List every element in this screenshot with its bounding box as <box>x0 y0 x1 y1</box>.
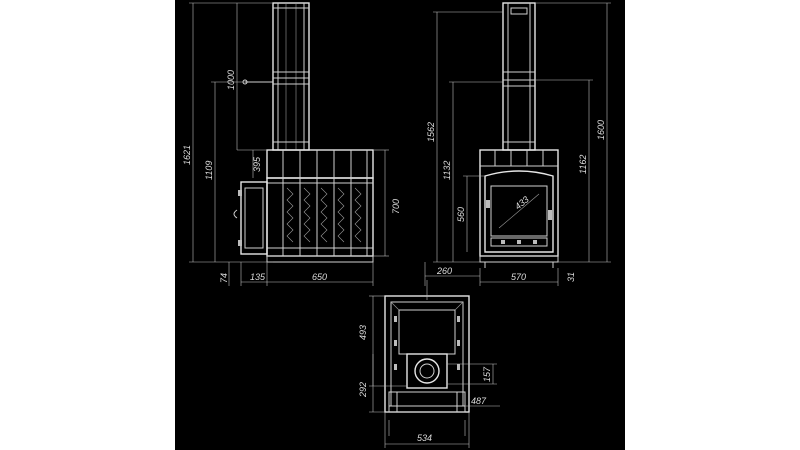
dim-front-door-height: 560 <box>456 207 466 222</box>
front-view <box>424 2 611 286</box>
dim-side-base-height: 74 <box>219 273 229 283</box>
dim-top-inner-width: 487 <box>471 396 487 406</box>
dim-top-width: 534 <box>417 433 432 443</box>
side-chimney <box>242 2 310 151</box>
front-chimney <box>502 2 536 151</box>
front-body <box>479 149 559 268</box>
top-dimension-lines <box>369 280 500 448</box>
side-view <box>189 2 389 286</box>
drawing-sheet: 1000 1621 1109 395 700 74 135 650 1562 1… <box>175 0 625 450</box>
dim-side-total-height: 1621 <box>182 145 192 165</box>
dim-front-height-1132: 1132 <box>442 161 452 180</box>
dim-front-height-1562: 1562 <box>426 122 436 142</box>
dim-front-offset-260: 260 <box>436 266 452 276</box>
dim-top-flue-offset: 292 <box>358 382 368 398</box>
dim-front-total-height: 1600 <box>596 120 606 140</box>
side-body <box>233 149 374 263</box>
dim-side-body-height: 700 <box>391 199 401 214</box>
front-dimension-lines <box>424 2 611 286</box>
side-dimension-lines <box>189 2 389 286</box>
dim-front-height-1162: 1162 <box>578 155 588 174</box>
dim-side-chimney-height: 1000 <box>226 70 236 90</box>
dim-side-width: 650 <box>312 272 327 282</box>
dimension-labels: 1000 1621 1109 395 700 74 135 650 1562 1… <box>182 70 606 443</box>
dim-front-leg: 31 <box>566 272 576 282</box>
dim-side-top-offset: 395 <box>252 156 262 172</box>
dim-front-width: 570 <box>511 272 526 282</box>
dim-top-depth: 493 <box>358 325 368 340</box>
top-view <box>369 280 500 448</box>
dim-top-flue-dia: 157 <box>482 366 492 382</box>
dim-front-glass: 433 <box>513 194 531 211</box>
technical-drawing: 1000 1621 1109 395 700 74 135 650 1562 1… <box>182 2 611 448</box>
dim-side-tank-height: 1109 <box>204 161 214 180</box>
dim-side-door-depth: 135 <box>250 272 266 282</box>
